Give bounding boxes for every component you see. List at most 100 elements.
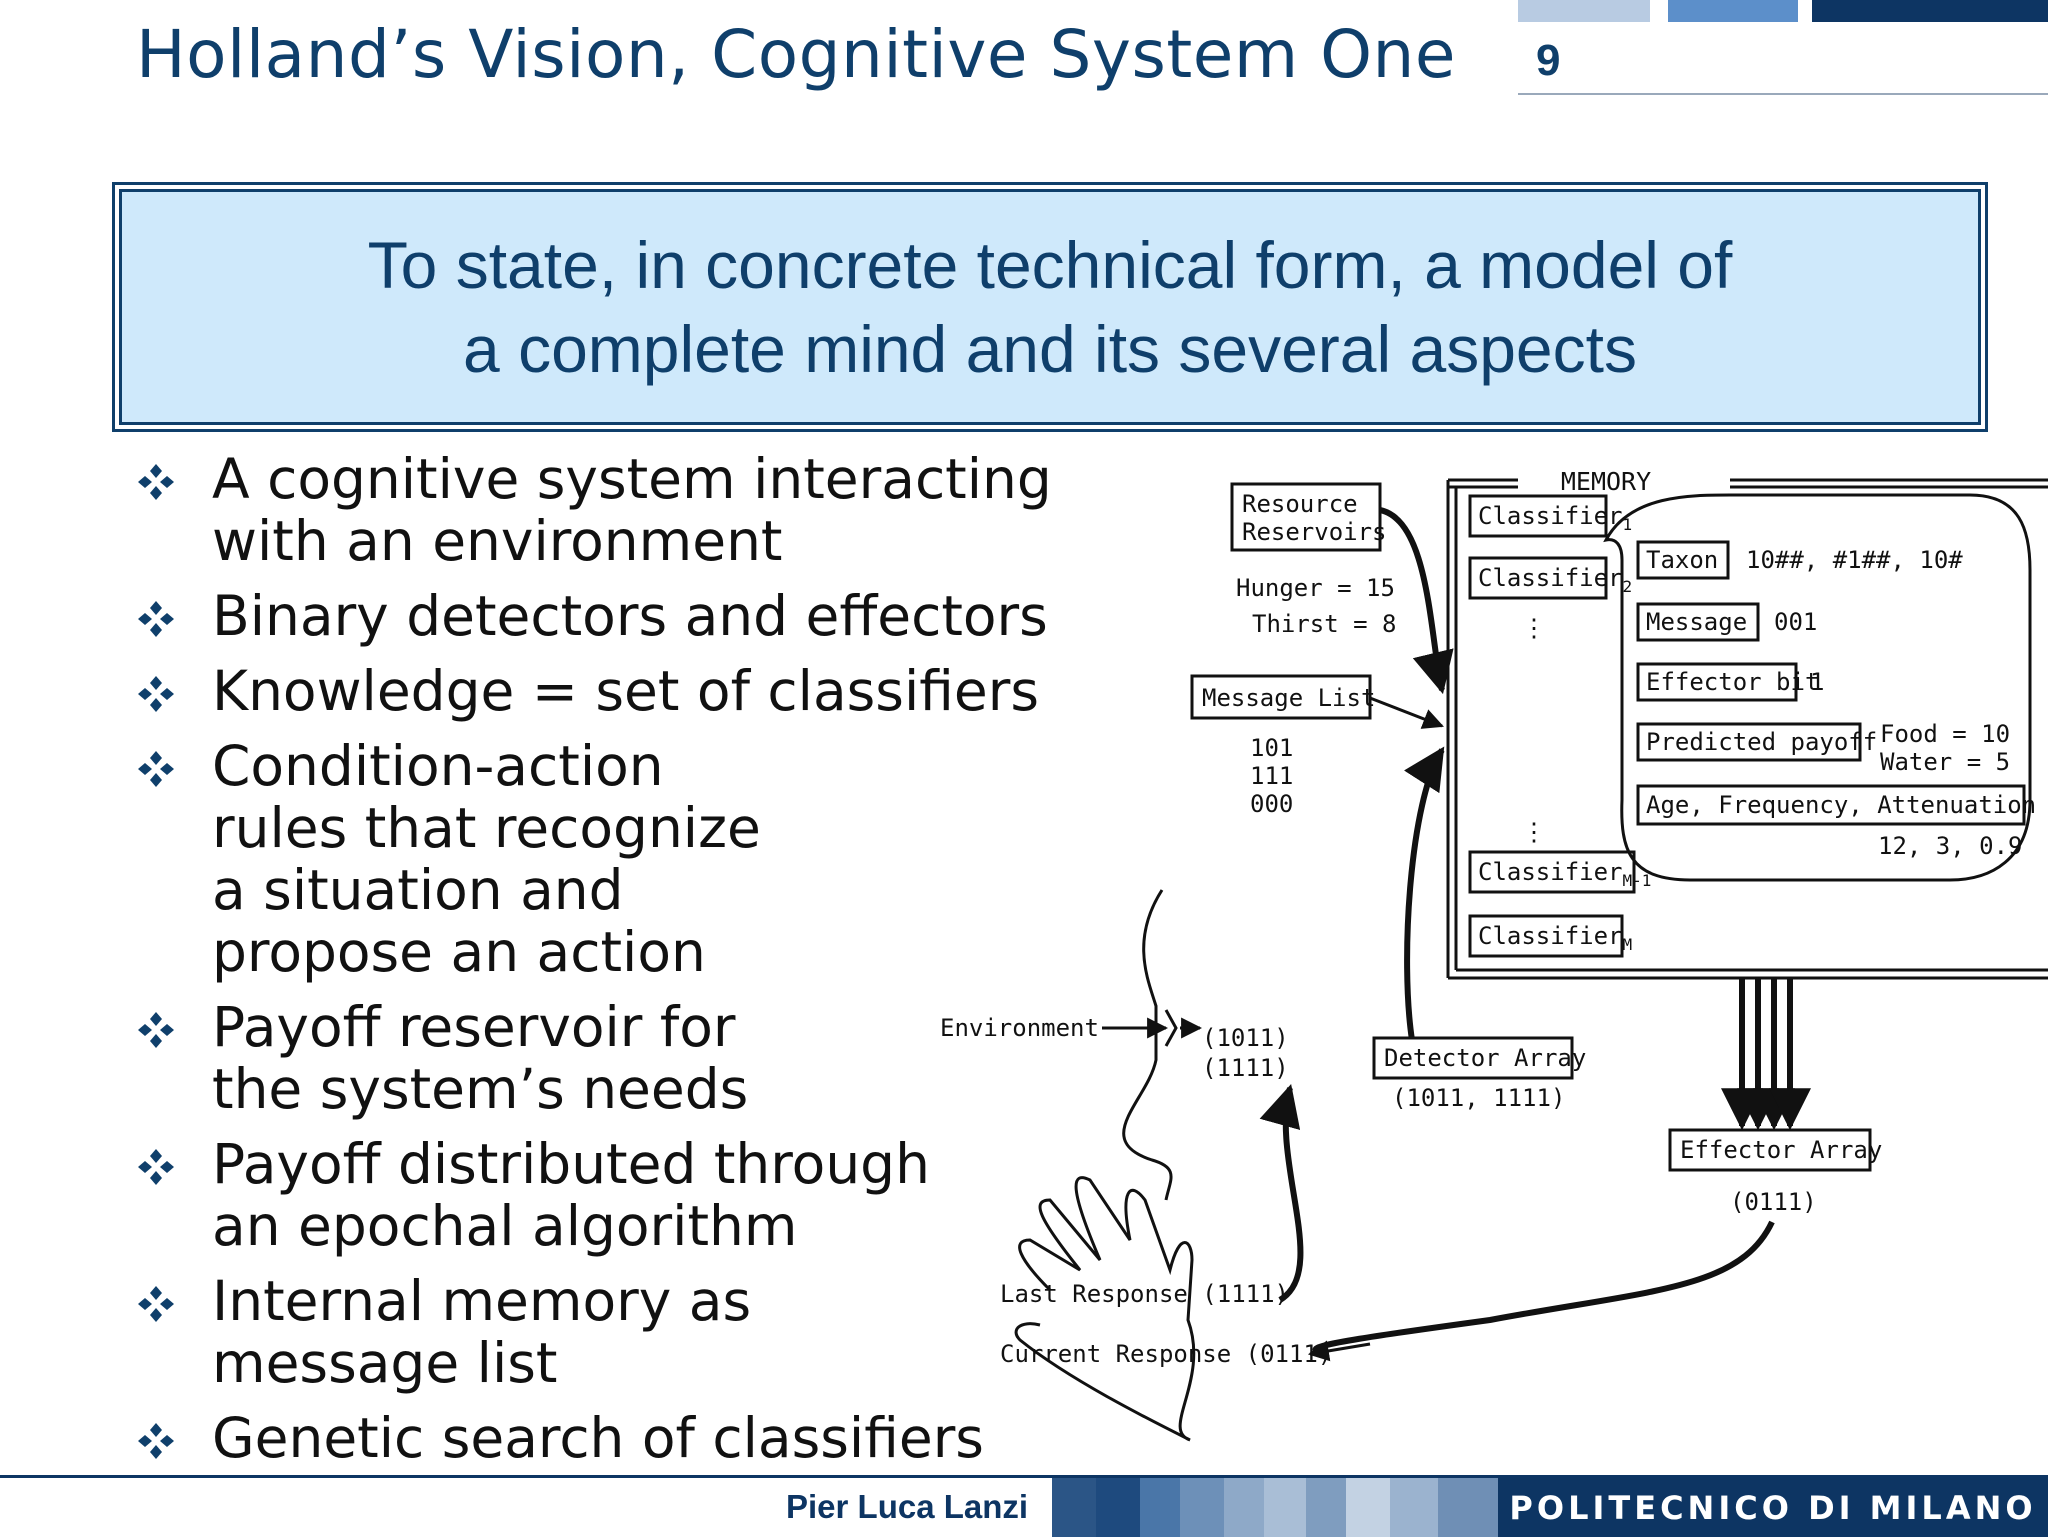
footer-tile [1264,1478,1306,1537]
environment-label: Environment [940,1014,1099,1042]
highlight-text: To state, in concrete technical form, a … [200,223,1900,391]
effector-array-value: (0111) [1730,1188,1817,1216]
footer-rule [0,1475,2048,1478]
memory-frame: MEMORY [1446,467,2048,980]
effector-bit-box [1636,662,1798,702]
detector-array-value: (1011, 1111) [1392,1084,1565,1112]
header-accent-bar [1518,0,1650,22]
bullet-item: Genetic search of classifiers [136,1407,1056,1469]
classifier-label: Classifier1 [1478,502,1632,534]
footer-tile [1390,1478,1438,1537]
environment-message: (1111) [1202,1054,1289,1082]
ellipsis-icon: ⋮ [1522,613,1547,642]
bullet-text: Payoff distributed through an epochal al… [212,1132,930,1258]
effector-bit-label: Effector bit [1646,668,1819,696]
diamond-bullet-icon [138,601,174,637]
bullet-text: Knowledge = set of classifiers [212,659,1039,723]
footer-tiles [1052,1478,1498,1537]
effector-return-curve [1312,1220,1775,1353]
bullet-item: Payoff distributed through an epochal al… [136,1133,976,1257]
head-profile-icon [1122,889,1173,1201]
predicted-payoff-label: Predicted payoff [1646,728,1877,756]
highlight-line-1: To state, in concrete technical form, a … [367,228,1733,302]
footer-tile [1306,1478,1346,1537]
bullet-text: A cognitive system interacting with an e… [212,447,1052,573]
bullet-item: Payoff reservoir for the system’s needs [136,996,776,1120]
page-number: 9 [1536,36,1561,85]
hand-icon [1014,1176,1196,1442]
effector-array-box [1668,1128,1872,1172]
highlight-box: To state, in concrete technical form, a … [112,182,1988,432]
detector-array-label: Detector Array [1384,1044,1586,1072]
classifier-label: ClassifierM-1 [1478,858,1651,890]
message-list-arrow [1369,696,1444,729]
header-rule [1518,93,2048,95]
resource-label-2: Reservoirs [1242,518,1387,546]
diamond-bullet-icon [138,1012,174,1048]
highlight-box-inner: To state, in concrete technical form, a … [119,189,1981,425]
classifier-box [1468,850,1636,894]
footer-author: Pier Luca Lanzi [786,1488,1029,1525]
effector-bit-value: 1 [1810,668,1824,696]
current-response-arrow [1307,1340,1371,1362]
message-label: Message [1646,608,1747,636]
current-response-label: Current Response (0111) [1000,1340,1332,1368]
message-value: 001 [1774,608,1817,636]
age-frequency-label: Age, Frequency, Attenuation [1646,791,2036,819]
diamond-bullet-icon [138,1423,174,1459]
food-value: Food = 10 [1880,720,2010,748]
bullet-item: A cognitive system interacting with an e… [136,448,1096,572]
message-list-label: Message List [1202,684,1375,712]
diamond-bullet-icon [138,1149,174,1185]
detector-arrow [1403,746,1445,1041]
classifier-box [1468,914,1624,958]
footer-tile [1346,1478,1390,1537]
classifier-label: Classifier2 [1478,564,1632,596]
bullet-list: A cognitive system interacting with an e… [136,448,1096,1482]
detector-array-box [1372,1036,1574,1080]
footer-tile [1180,1478,1224,1537]
classifier-box [1468,556,1608,600]
eye-icon [1164,1009,1178,1047]
institution-logo: POLITECNICO DI MILANO [1498,1478,2048,1537]
header-accent-bar [1668,0,1798,22]
bullet-item: Binary detectors and effectors [136,585,1096,647]
diamond-bullet-icon [138,676,174,712]
bullet-item: Condition-action rules that recognize a … [136,735,776,983]
message-list-box [1190,674,1372,720]
bullet-text: Payoff reservoir for the system’s needs [212,995,749,1121]
footer-tile [1224,1478,1264,1537]
diamond-bullet-icon [138,464,174,500]
footer-tile [1140,1478,1180,1537]
taxon-value: 10##, #1##, 10# [1746,546,1963,574]
header-accent-bar [1812,0,2048,22]
last-response-label: Last Response (1111) [1000,1280,1289,1308]
taxon-label: Taxon [1646,546,1718,574]
ellipsis-icon: ⋮ [1522,817,1547,846]
message-item: 000 [1250,790,1293,818]
taxon-box [1636,540,1730,580]
age-frequency-values: 12, 3, 0.9 [1878,832,2023,860]
last-response-arrow [1259,1083,1304,1303]
thirst-value: Thirst = 8 [1252,610,1397,638]
cognitive-system-figure: MEMORY Resource Reservoirs Hunger = 15 T… [930,440,2048,1480]
highlight-line-2: a complete mind and its several aspects [463,312,1637,386]
classifier-detail-bubble [1603,493,2032,882]
water-value: Water = 5 [1880,748,2010,776]
memory-label: MEMORY [1561,467,1651,496]
footer-tile [1096,1478,1140,1537]
resource-label-1: Resource [1242,490,1358,518]
message-item: 111 [1250,762,1293,790]
bullet-text: Condition-action rules that recognize a … [212,734,761,984]
effector-arrows [1721,978,1811,1131]
hunger-value: Hunger = 15 [1236,574,1395,602]
bullet-item: Internal memory as message list [136,1270,776,1394]
classifier-label: ClassifierM [1478,922,1632,954]
bullet-text: Internal memory as message list [212,1269,752,1395]
age-frequency-box [1636,784,2026,826]
classifier-box [1468,494,1608,538]
environment-message: (1011) [1202,1024,1289,1052]
predicted-payoff-box [1636,722,1862,762]
bullet-text: Binary detectors and effectors [212,584,1048,648]
reservoir-arrow [1379,507,1454,695]
